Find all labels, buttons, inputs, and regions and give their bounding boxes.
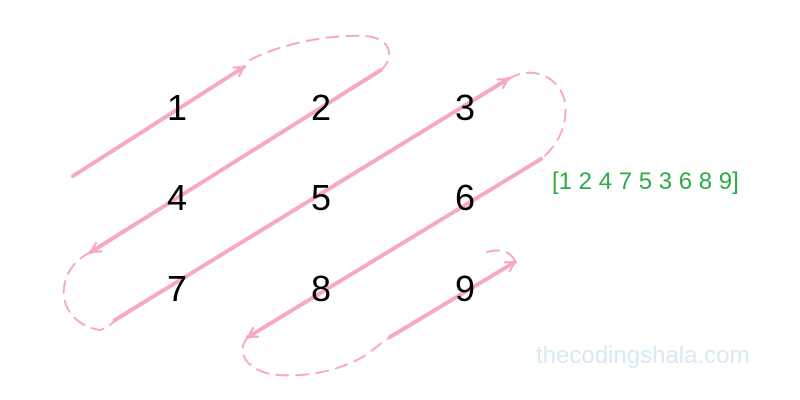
arrow-up-right-1 <box>71 65 246 178</box>
dashed-turn-bottom <box>241 336 391 377</box>
matrix-cell-8: 8 <box>310 268 332 309</box>
arrow-down-left-2 <box>89 68 383 254</box>
traversal-result-text: [1 2 4 7 5 3 6 8 9] <box>552 168 739 195</box>
matrix-cell-6: 6 <box>454 177 476 218</box>
arrow-up-right-3 <box>113 77 510 322</box>
matrix-cell-4: 4 <box>166 177 188 218</box>
matrix-cell-5: 5 <box>310 177 332 218</box>
arrow-up-right-5 <box>388 260 517 339</box>
dashed-turn-top <box>249 34 391 71</box>
matrix-cell-2: 2 <box>310 87 332 128</box>
matrix-cell-3: 3 <box>454 87 476 128</box>
arrow-down-left-4 <box>246 157 543 339</box>
dashed-tail <box>486 249 516 263</box>
dashed-turn-left <box>62 251 116 332</box>
matrix-cell-1: 1 <box>166 87 188 128</box>
dashed-turn-right <box>507 71 567 160</box>
matrix-cell-7: 7 <box>166 268 188 309</box>
site-watermark: thecodingshala.com <box>536 342 750 369</box>
matrix-cell-9: 9 <box>454 268 476 309</box>
